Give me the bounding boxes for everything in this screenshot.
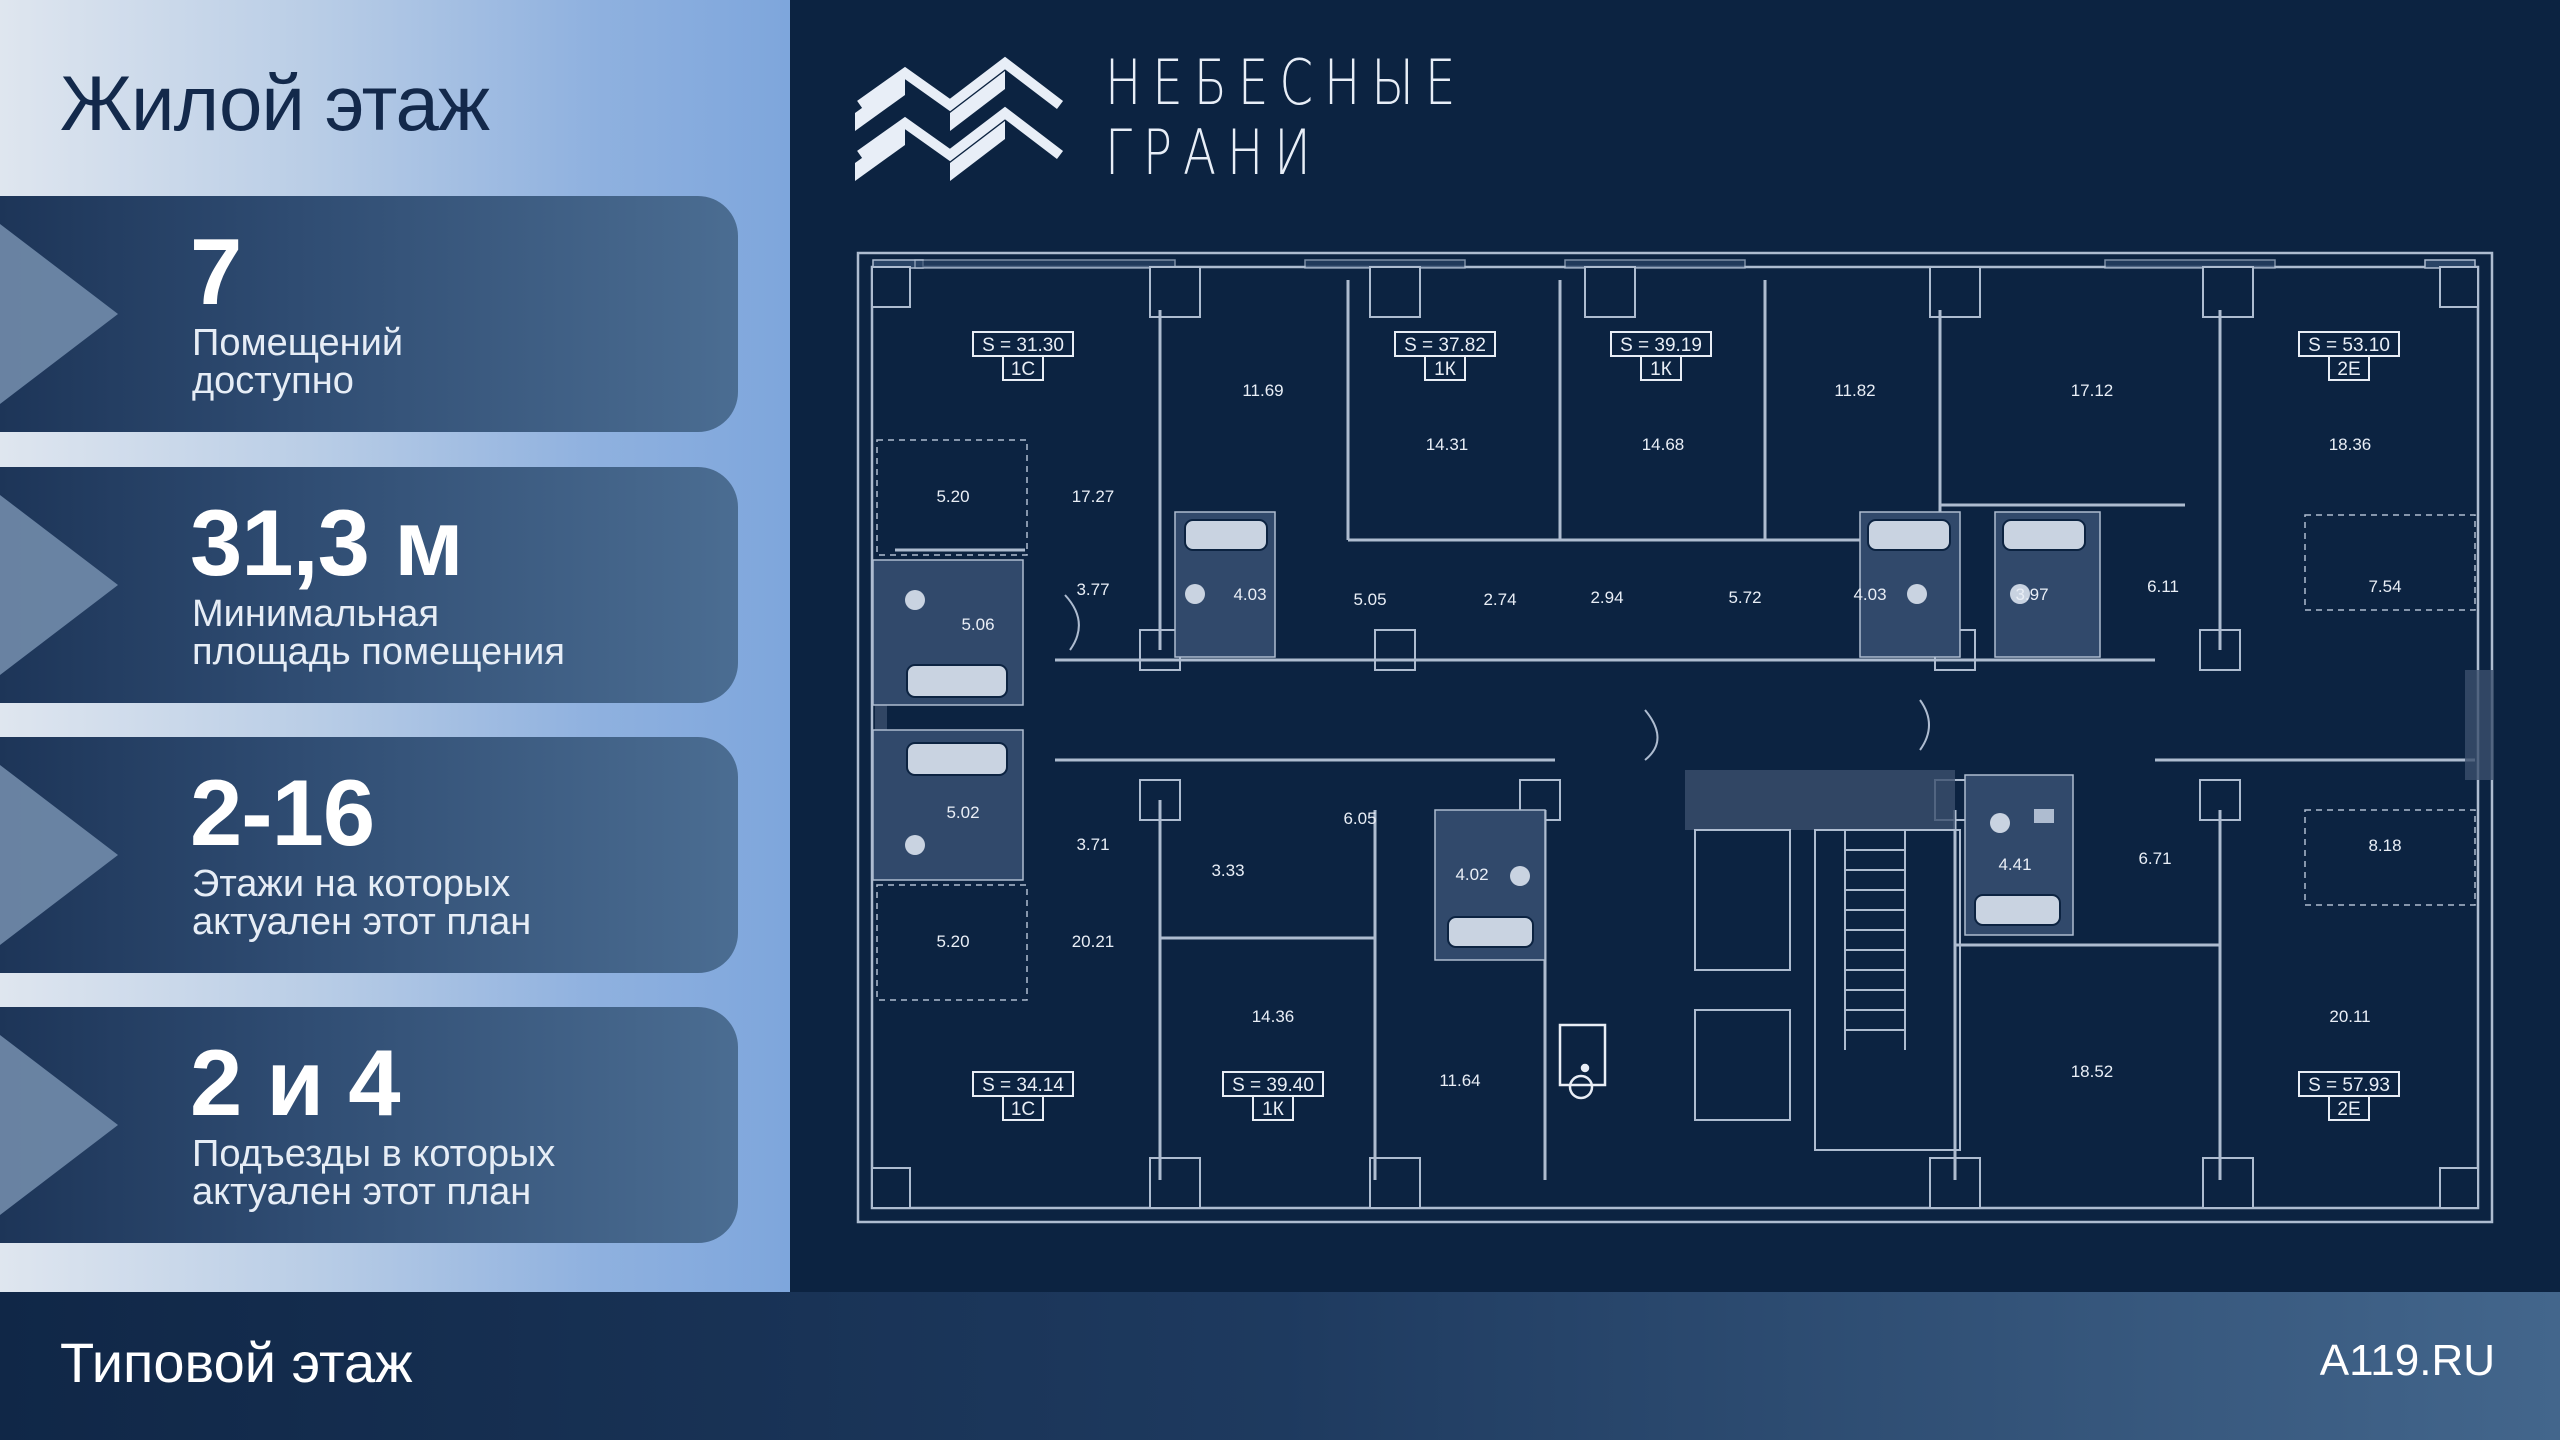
room-area: 11.69 [1242,381,1283,400]
footer: Типовой этаж A119.RU [0,1292,2560,1440]
room-area: 5.06 [961,615,994,634]
room-area: 3.77 [1076,580,1109,599]
room-area: 5.20 [936,932,969,951]
apartment-area: S = 37.82 [1404,335,1486,356]
apartment-type: 1К [1262,1099,1284,1120]
stat-value: 31,3 м [190,490,464,595]
apartment-area: S = 39.19 [1620,335,1702,356]
room-area: 14.68 [1642,435,1685,454]
room-area: 11.82 [1834,381,1875,400]
apartment-type: 1К [1434,359,1456,380]
room-area: 4.03 [1853,585,1886,604]
plan-panel [790,0,2560,1292]
room-area: 4.03 [1233,585,1266,604]
room-area: 14.31 [1426,435,1469,454]
apartment-label: S = 31.30 1С S = 37.82 1К S = 39.19 1К S… [972,331,2400,1121]
apartment-area: S = 34.14 [982,1075,1064,1096]
page-title: Жилой этаж [60,59,490,147]
stat-value: 2 и 4 [190,1030,401,1135]
room-area: 3.33 [1211,861,1244,880]
apartment-type: 1С [1011,359,1035,380]
room-area: 3.97 [2015,585,2048,604]
room-area: 17.27 [1072,487,1115,506]
apartment-type: 2Е [2337,359,2360,380]
room-area: 5.02 [946,803,979,822]
apartment-type: 2Е [2337,1099,2360,1120]
room-area: 20.21 [1072,932,1115,951]
stat-value: 7 [190,219,242,324]
room-area: 14.36 [1252,1007,1295,1026]
wheelchair-icon [1558,1023,1607,1100]
apartment-area: S = 39.40 [1232,1075,1314,1096]
triangle-icon [0,224,118,404]
apartment-area: S = 57.93 [2308,1075,2390,1096]
room-area: 5.72 [1728,588,1761,607]
room-area: 18.52 [2071,1062,2114,1081]
room-area: 6.05 [1343,809,1376,828]
apartment-type: 1К [1650,359,1672,380]
apartment-area: S = 53.10 [2308,335,2390,356]
room-area: 2.74 [1483,590,1516,609]
apartment-area: S = 31.30 [982,335,1064,356]
room-area: 20.11 [2329,1007,2370,1026]
triangle-icon [0,1035,118,1215]
room-area: 7.54 [2368,577,2401,596]
apartment-type: 1С [1011,1099,1035,1120]
site-link[interactable]: A119.RU [2319,1336,2495,1385]
stat-value: 2-16 [190,760,375,865]
triangle-icon [0,765,118,945]
room-area: 5.20 [936,487,969,506]
room-area: 5.05 [1353,590,1386,609]
room-area: 4.02 [1455,865,1488,884]
room-area: 2.94 [1590,588,1623,607]
room-area: 18.36 [2329,435,2372,454]
footer-title: Типовой этаж [60,1331,413,1394]
room-area: 6.11 [2147,577,2179,596]
room-area: 8.18 [2368,836,2401,855]
room-area: 3.71 [1076,835,1109,854]
room-area: 6.71 [2138,849,2171,868]
room-area: 11.64 [1439,1071,1480,1090]
room-area: 4.41 [1998,855,2031,874]
brand-logo-icon [855,56,1064,181]
room-area: 17.12 [2071,381,2114,400]
floor-plan: 11.69 14.31 14.68 11.82 17.12 18.36 5.20… [856,251,2494,1224]
triangle-icon [0,495,118,675]
